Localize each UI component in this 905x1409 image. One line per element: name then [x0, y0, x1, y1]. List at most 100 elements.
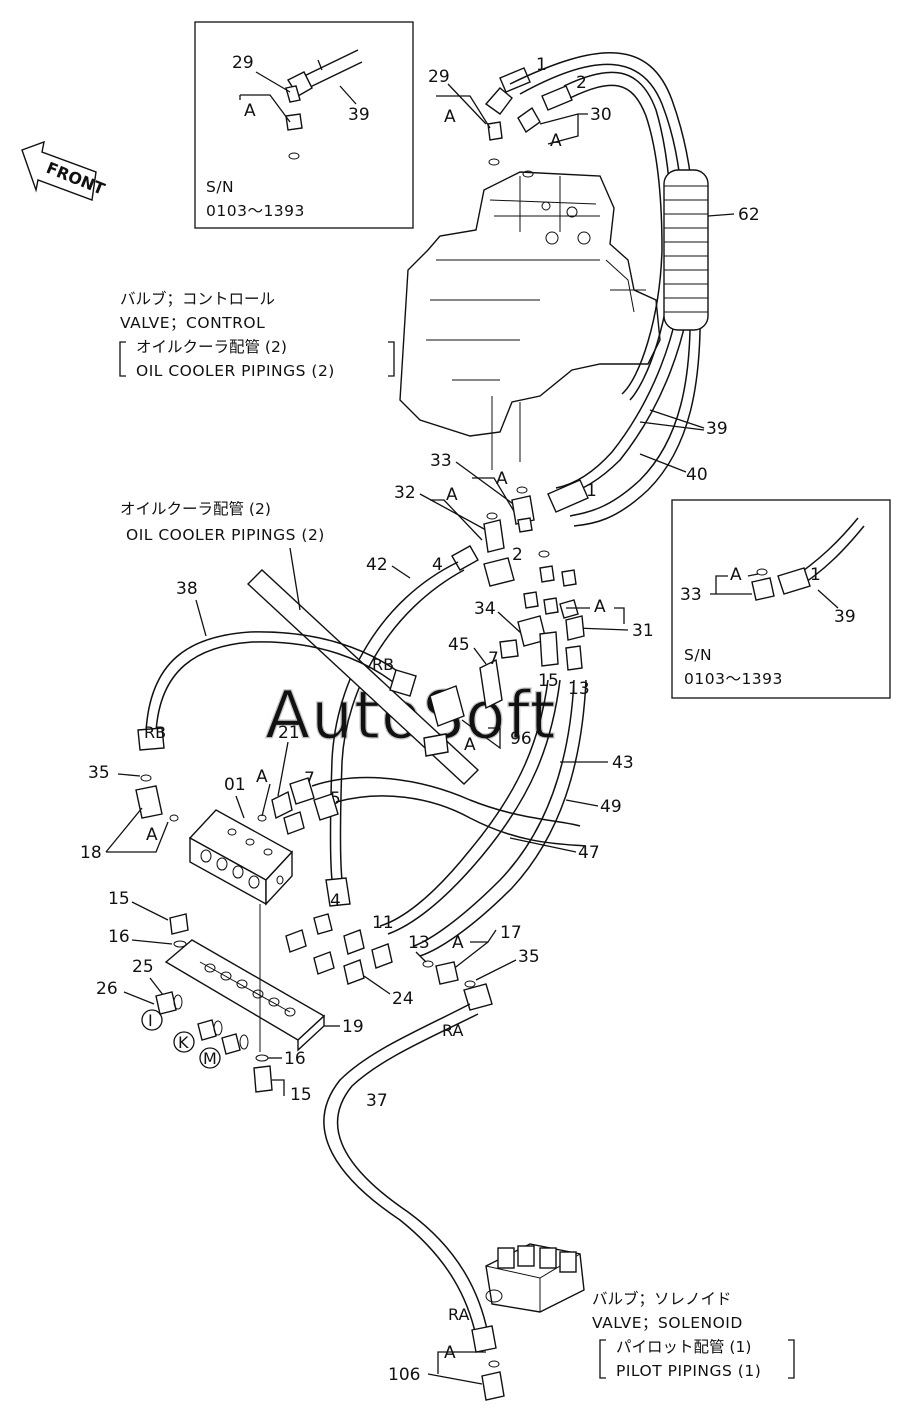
inset-right-sn: S/N — [684, 646, 712, 664]
callout-7a: 7 — [488, 649, 499, 669]
solenoid-en: VALVE；SOLENOID — [592, 1314, 743, 1332]
callout-106: 106 — [388, 1365, 420, 1385]
manifold-block — [188, 809, 294, 906]
callout-1a: 1 — [536, 55, 547, 75]
callout-ck: K — [178, 1033, 189, 1052]
solenoid-valve: バルブ；ソレノイド VALVE；SOLENOID パイロット配管 (1) PIL… — [485, 1243, 795, 1380]
callout-21: 21 — [278, 723, 300, 743]
callout-45: 45 — [448, 635, 470, 655]
callout-49: 49 — [600, 797, 622, 817]
callout-32: 32 — [394, 483, 416, 503]
solenoid-piping-jp: パイロット配管 (1) — [616, 1338, 751, 1356]
callout-16b: 16 — [284, 1049, 306, 1069]
callout-a5: A — [446, 485, 458, 505]
callout-15a: 15 — [108, 889, 130, 909]
callout-17: 17 — [500, 923, 522, 943]
callout-01: 01 — [224, 775, 246, 795]
callout-39b: 39 — [706, 419, 728, 439]
callout-47: 47 — [578, 843, 600, 863]
callout-96: 96 — [510, 729, 532, 749]
callout-38: 38 — [176, 579, 198, 599]
inset-left-sn: S/N — [206, 178, 234, 196]
callout-2b: 2 — [512, 545, 523, 565]
callout-a10: A — [452, 933, 464, 953]
callout-a3: A — [550, 131, 562, 151]
callout-rb1: RB — [372, 655, 394, 674]
callout-4a: 4 — [432, 555, 443, 575]
callout-24: 24 — [392, 989, 414, 1009]
callout-29a: 29 — [232, 53, 254, 73]
solenoid-piping-en: PILOT PIPINGS (1) — [616, 1362, 761, 1380]
callout-1c: 1 — [538, 671, 549, 691]
callout-18: 18 — [80, 843, 102, 863]
front-arrow: FRONT — [21, 140, 108, 201]
callout-33b: 33 — [680, 585, 702, 605]
callout-a2: A — [444, 107, 456, 127]
callout-35b: 35 — [518, 947, 540, 967]
control-valve-jp: バルブ；コントロール — [120, 289, 275, 308]
callout-4b: 4 — [330, 891, 341, 911]
clamp-62 — [663, 169, 709, 331]
callout-2a: 2 — [576, 73, 587, 93]
oil-cooler-pipe: A 96 オイルクーラ配管 (2) OIL COOLER PIPINGS (2) — [120, 500, 532, 785]
unions-24: 24 13 A 17 35 — [285, 913, 540, 1011]
callout-a11: A — [730, 565, 742, 585]
callout-13b: 13 — [408, 933, 430, 953]
callout-26: 26 — [96, 979, 118, 999]
callout-a1: A — [244, 101, 256, 121]
callout-a7: A — [464, 735, 476, 755]
callout-39c: 39 — [834, 607, 856, 627]
callout-a6: A — [594, 597, 606, 617]
callout-a4: A — [496, 469, 508, 489]
callout-ci: I — [148, 1011, 153, 1030]
inset-right-range: 0103～1393 — [684, 670, 783, 688]
inset-right: 33 A 1 39 S/N 0103～1393 — [671, 499, 891, 699]
inset-left-range: 0103～1393 — [206, 202, 305, 220]
fitting-106: 106 A — [388, 1343, 505, 1401]
callout-30: 30 — [590, 105, 612, 125]
callout-31: 31 — [632, 621, 654, 641]
callout-5a: 5 — [548, 671, 559, 691]
callout-62: 62 — [738, 205, 760, 225]
hoses-mid: 4 43 49 47 11 — [325, 561, 634, 957]
callout-39a: 39 — [348, 105, 370, 125]
top-fittings: 29 A 1 2 30 A — [428, 55, 612, 178]
callout-ra1: RA — [442, 1021, 463, 1040]
control-valve-en: VALVE；CONTROL — [120, 314, 265, 332]
callout-16a: 16 — [108, 927, 130, 947]
callout-11: 11 — [372, 913, 394, 933]
callout-1b: 1 — [586, 481, 597, 501]
hose-37: RA 37 RA — [323, 1003, 497, 1353]
inset-left: 29 A 39 S/N 0103～1393 — [194, 21, 414, 229]
callout-ra2: RA — [448, 1305, 469, 1324]
hoses-top: 62 39 40 1 — [509, 52, 760, 527]
callout-34: 34 — [474, 599, 496, 619]
manifold: 21 A 7 5 01 35 18 — [80, 723, 587, 906]
control-valve-label: バルブ；コントロール VALVE；CONTROL オイルクーラ配管 (2) OI… — [119, 289, 395, 380]
callout-1d: 1 — [810, 565, 821, 585]
oil-cooler-jp: オイルクーラ配管 (2) — [120, 500, 271, 518]
callout-rb2: RB — [144, 723, 166, 742]
callout-25: 25 — [132, 957, 154, 977]
control-valve-piping-en: OIL COOLER PIPINGS (2) — [136, 362, 335, 380]
oil-cooler-en: OIL COOLER PIPINGS (2) — [126, 526, 325, 544]
callout-7b: 7 — [304, 769, 315, 789]
control-valve — [399, 171, 661, 470]
solenoid-jp: バルブ；ソレノイド — [592, 1289, 732, 1308]
callout-40: 40 — [686, 465, 708, 485]
control-valve-piping-jp: オイルクーラ配管 (2) — [136, 338, 287, 356]
callout-5b: 5 — [330, 789, 341, 809]
hose-38: 38 RB RB — [137, 579, 417, 751]
callout-cm: M — [203, 1049, 217, 1068]
callout-33a: 33 — [430, 451, 452, 471]
mid-fittings: 33 A 32 A 2 4 42 — [366, 451, 579, 619]
callout-42: 42 — [366, 555, 388, 575]
callout-a9: A — [146, 825, 158, 845]
callout-43: 43 — [612, 753, 634, 773]
callout-15b: 15 — [290, 1085, 312, 1105]
callout-a8: A — [256, 767, 268, 787]
bracket-19: 19 15 16 25 26 I K M 16 15 — [96, 889, 364, 1105]
callout-19: 19 — [342, 1017, 364, 1037]
callout-37: 37 — [366, 1091, 388, 1111]
